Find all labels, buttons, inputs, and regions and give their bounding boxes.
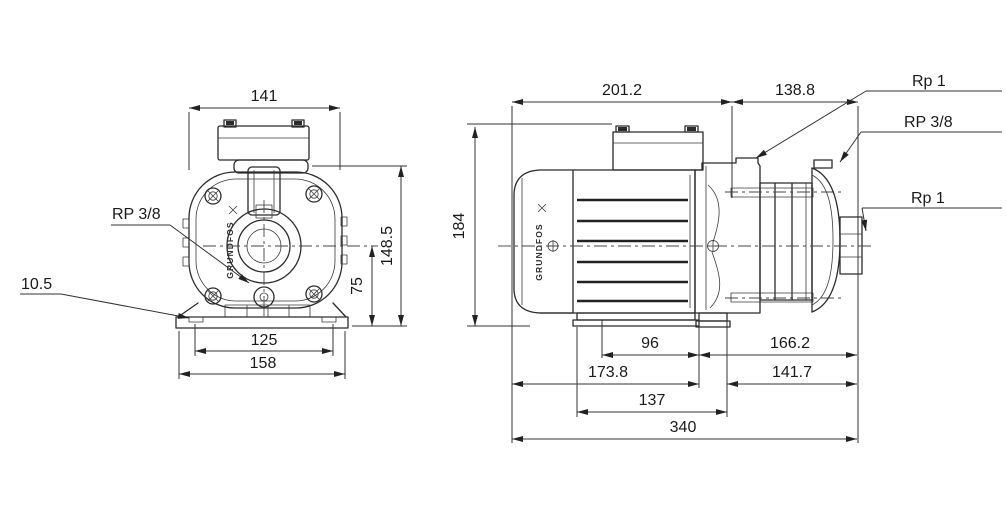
- pump-body-front: GRUNDFOS: [182, 166, 348, 313]
- outlet-port-text: Rp 1: [912, 73, 946, 90]
- front-view: GRUNDFOS 141: [20, 88, 407, 379]
- inlet-port-block: [839, 216, 863, 275]
- motor-body: [539, 169, 696, 314]
- brand-text-front: GRUNDFOS: [225, 221, 235, 278]
- corner-screw: [204, 287, 222, 305]
- dim-end-to-foot-label: 173.8: [588, 364, 628, 381]
- base-plate-thickness-text: 10.5: [21, 276, 52, 293]
- vent-port-text: RP 3/8: [904, 114, 953, 131]
- dim-inlet-to-foot-label: 166.2: [770, 335, 810, 352]
- dim-inlet-section: 141.7: [726, 318, 857, 417]
- corner-screw: [305, 285, 323, 303]
- pump-head: [694, 157, 761, 314]
- dim-base-width-label: 158: [250, 355, 277, 372]
- dim-pump-section-label: 138.8: [775, 82, 815, 99]
- grundfos-logo-mark: [228, 205, 238, 215]
- dim-motor-section-label: 201.2: [602, 82, 642, 99]
- dim-inlet-to-foot: 166.2: [699, 335, 857, 358]
- label-inlet-port: Rp 1: [861, 190, 1002, 232]
- brand-text-side: GRUNDFOS: [534, 223, 544, 280]
- label-outlet-port: Rp 1: [755, 73, 1002, 159]
- dim-center-height-label: 75: [349, 277, 366, 295]
- dim-slot-spacing: 125: [194, 324, 334, 356]
- dim-slot-spacing-label: 125: [251, 332, 278, 349]
- chamber-stack: [725, 182, 845, 303]
- dim-height: 184: [451, 123, 612, 327]
- dim-inlet-section-label: 141.7: [772, 364, 812, 381]
- dim-foot-slot-label: 96: [641, 335, 659, 352]
- drain-port-front-text: RP 3/8: [112, 206, 161, 223]
- grundfos-logo-mark: [537, 203, 547, 213]
- dim-total-length-label: 340: [670, 419, 697, 436]
- dim-end-to-foot: 173.8: [512, 364, 699, 387]
- side-view: GRUNDFOS: [451, 73, 1002, 443]
- corner-screw: [305, 185, 323, 203]
- dim-foot-length-label: 137: [639, 392, 666, 409]
- label-base-plate-thickness: 10.5: [20, 276, 190, 319]
- dim-total-height: 148.5: [312, 165, 407, 327]
- dim-pump-section: 138.8: [732, 82, 858, 105]
- dim-height-label: 184: [451, 213, 468, 240]
- mounting-feet-side: [572, 312, 731, 328]
- dim-base-width: 158: [178, 331, 346, 379]
- dim-width-label: 141: [251, 88, 278, 105]
- motor-end-cap: GRUNDFOS: [513, 169, 574, 314]
- dim-center-height: 75: [349, 246, 375, 326]
- label-drain-port-front: RP 3/8: [111, 206, 250, 284]
- dim-foot-length: 137: [576, 327, 727, 417]
- terminal-box-front: [217, 119, 310, 174]
- label-vent-port: RP 3/8: [839, 114, 1002, 163]
- dim-total-length: 340: [512, 419, 857, 442]
- corner-screw: [204, 187, 222, 205]
- inlet-port-text: Rp 1: [911, 190, 945, 207]
- dim-width: 141: [188, 88, 341, 170]
- inlet-flange: [811, 159, 863, 313]
- dim-total-height-label: 148.5: [379, 226, 396, 266]
- terminal-box-side: [612, 125, 704, 171]
